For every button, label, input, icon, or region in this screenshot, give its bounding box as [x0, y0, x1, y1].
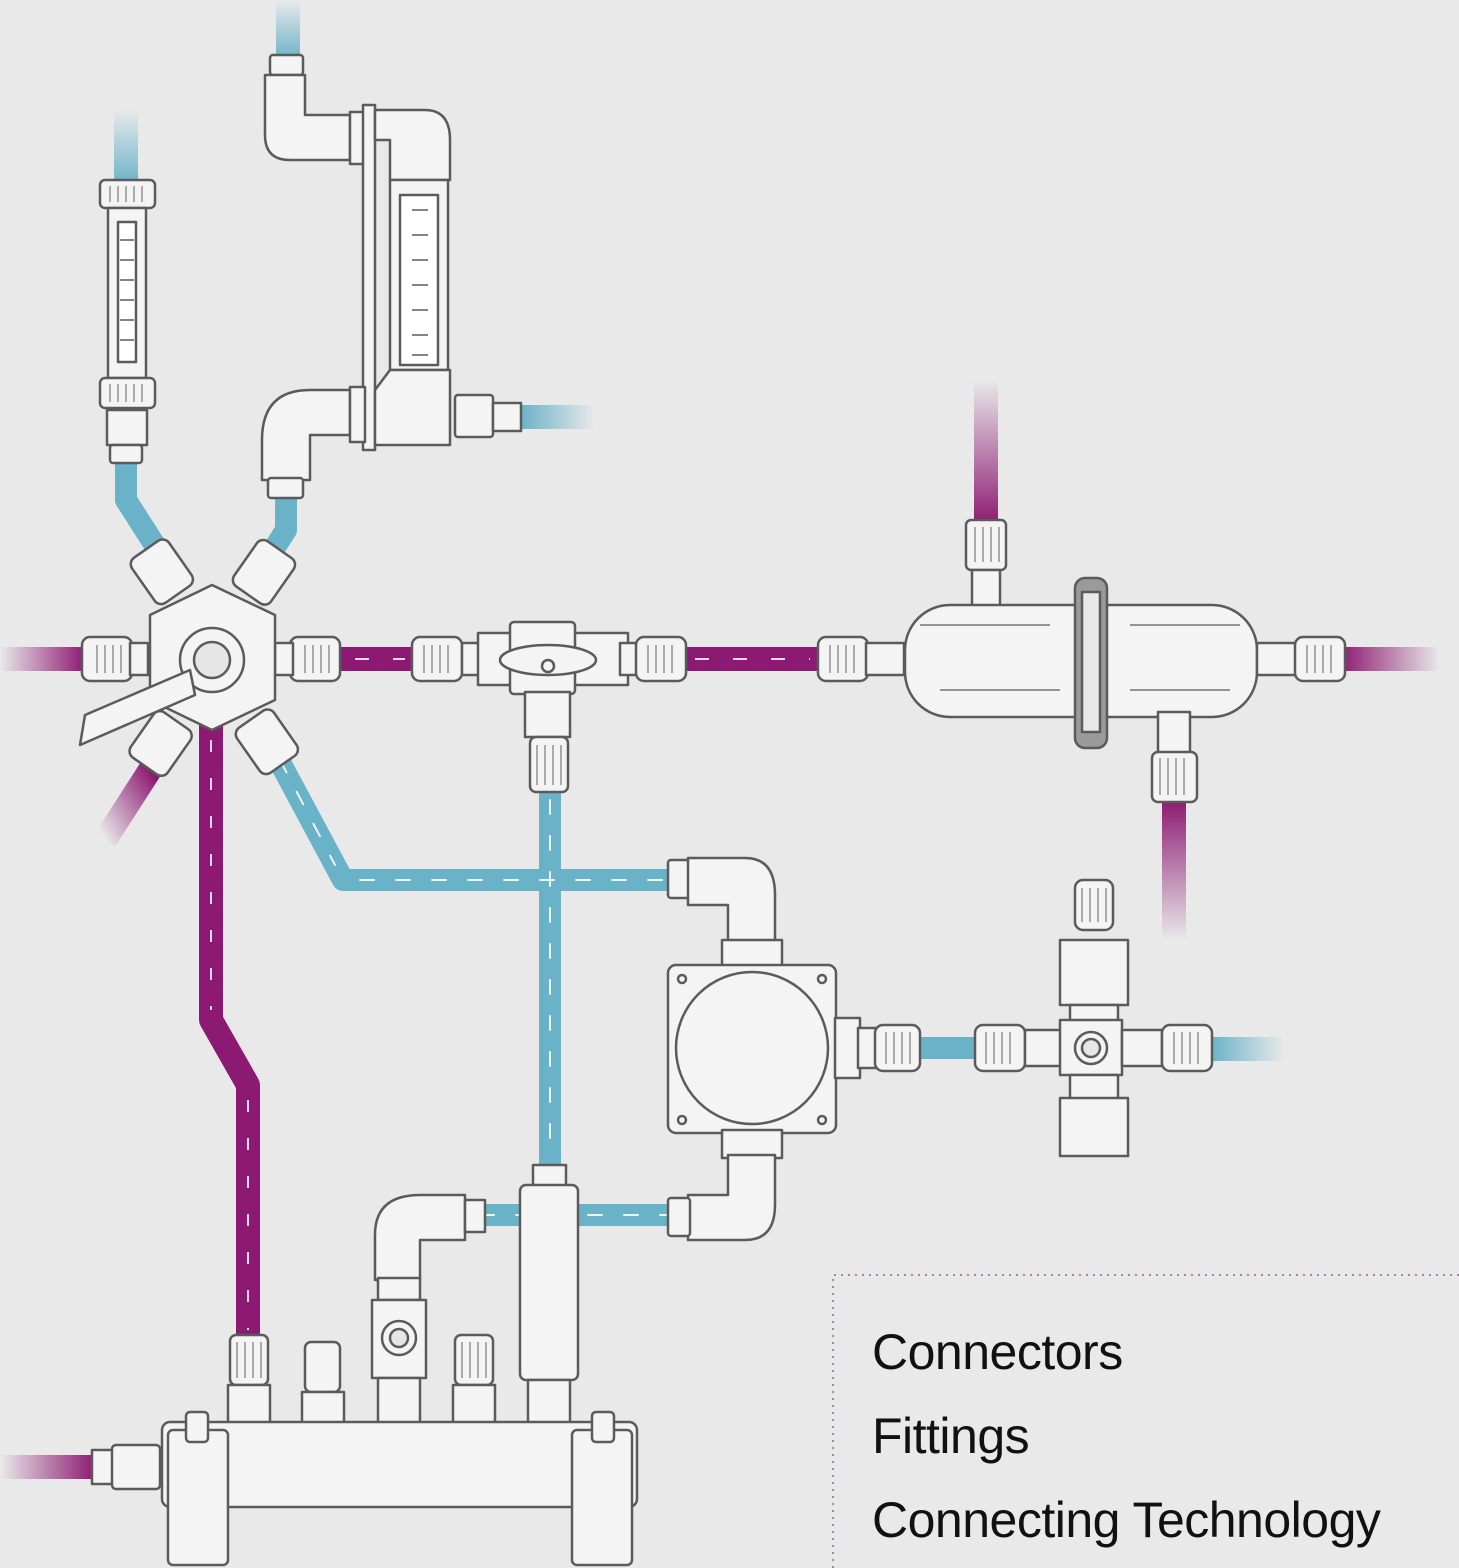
manifold-block [90, 1163, 639, 1567]
label-fittings: Fittings [872, 1408, 1030, 1464]
pump-housing [666, 856, 922, 1242]
knurl-ridges [96, 186, 1332, 1378]
six-way-valve [78, 538, 342, 778]
chemical-pipes [0, 380, 1440, 1479]
small-flowmeter [98, 178, 157, 465]
cross-fitting [973, 878, 1214, 1158]
label-connectors: Connectors [872, 1324, 1123, 1380]
label-list: Connectors Fittings Connecting Technolog… [872, 1310, 1381, 1562]
ball-valve [410, 620, 688, 794]
filter-housing [816, 518, 1347, 804]
large-flowmeter [260, 53, 523, 500]
label-connecting-technology: Connecting Technology [872, 1492, 1381, 1548]
